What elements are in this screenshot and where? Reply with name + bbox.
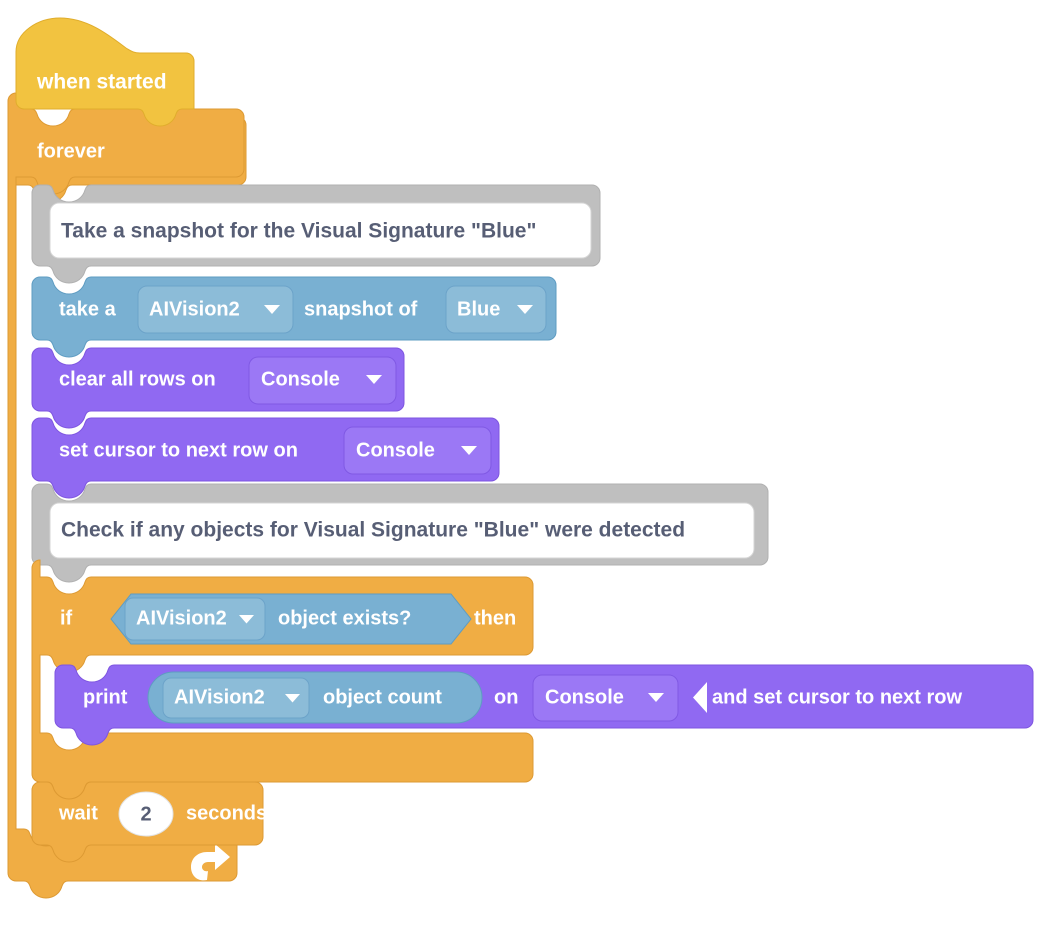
dropdown-aivision2-bg bbox=[137, 285, 294, 334]
snapshot-of-label: snapshot of bbox=[304, 298, 418, 320]
dropdown-aivision2-exists-bg bbox=[124, 597, 266, 641]
dropdown-console-cursor[interactable]: Console bbox=[343, 426, 492, 475]
comment-2-text: Check if any objects for Visual Signatur… bbox=[61, 519, 685, 542]
dropdown-console-print-bg bbox=[532, 674, 679, 722]
clear-all-rows-label: clear all rows on bbox=[59, 368, 216, 390]
wait-label: wait bbox=[58, 802, 98, 824]
dropdown-blue-value: Blue bbox=[457, 298, 500, 320]
chevron-down-icon bbox=[239, 615, 254, 624]
dropdown-console-clear-bg bbox=[248, 356, 397, 405]
dropdown-aivision2-value: AIVision2 bbox=[149, 298, 240, 320]
dropdown-aivision2-count-bg bbox=[162, 677, 310, 719]
when-started-label: when started bbox=[36, 71, 167, 94]
dropdown-blue-signature[interactable]: Blue bbox=[445, 285, 547, 334]
chevron-down-icon bbox=[517, 305, 533, 314]
dropdown-console-print[interactable]: Console bbox=[532, 674, 679, 722]
take-a-label: take a bbox=[59, 298, 117, 320]
forever-label: forever bbox=[37, 140, 105, 162]
reporter-object-count[interactable]: AIVision2 object count bbox=[147, 671, 483, 724]
boolean-object-exists[interactable]: AIVision2 object exists? bbox=[110, 593, 472, 645]
print-label: print bbox=[83, 686, 128, 708]
chevron-down-icon bbox=[285, 694, 300, 703]
block-wait-seconds[interactable]: wait 2 seconds bbox=[31, 781, 267, 863]
chevron-down-icon bbox=[366, 375, 382, 384]
hat-shape bbox=[15, 17, 195, 127]
chevron-down-icon bbox=[264, 305, 280, 314]
dropdown-console-print-value: Console bbox=[545, 686, 624, 708]
object-exists-label: object exists? bbox=[278, 607, 411, 629]
number-input-value: 2 bbox=[140, 803, 151, 825]
block-comment-1[interactable]: Take a snapshot for the Visual Signature… bbox=[31, 184, 601, 284]
chevron-down-icon bbox=[461, 446, 477, 455]
block-if-then[interactable]: if AIVision2 object exists? then bbox=[31, 559, 534, 800]
forever-c-outline bbox=[7, 92, 245, 899]
block-take-snapshot[interactable]: take a AIVision2 snapshot of Blue bbox=[31, 276, 557, 358]
on-label: on bbox=[494, 686, 518, 708]
dropdown-console-clear[interactable]: Console bbox=[248, 356, 397, 405]
then-label: then bbox=[474, 607, 516, 629]
and-set-cursor-next-row-label: and set cursor to next row bbox=[712, 686, 962, 708]
comment-1-text: Take a snapshot for the Visual Signature… bbox=[61, 220, 536, 243]
set-cursor-next-row-label: set cursor to next row on bbox=[59, 439, 298, 461]
object-count-label: object count bbox=[323, 686, 442, 708]
chevron-down-icon bbox=[648, 693, 664, 702]
dropdown-console-cursor-value: Console bbox=[356, 439, 435, 461]
comment-1-field[interactable] bbox=[49, 202, 592, 259]
block-clear-all-rows[interactable]: clear all rows on Console bbox=[31, 347, 405, 429]
dropdown-console-clear-value: Console bbox=[261, 368, 340, 390]
dropdown-aivision2-exists[interactable]: AIVision2 bbox=[124, 597, 266, 641]
loop-arrow-icon bbox=[191, 844, 230, 881]
dropdown-blue-bg bbox=[445, 285, 547, 334]
number-input-wait-seconds[interactable]: 2 bbox=[118, 791, 174, 837]
block-when-started[interactable]: when started bbox=[15, 17, 195, 127]
block-set-cursor-next-row[interactable]: set cursor to next row on Console bbox=[31, 417, 500, 499]
dropdown-aivision2-exists-value: AIVision2 bbox=[136, 607, 227, 629]
dropdown-aivision2-count[interactable]: AIVision2 bbox=[162, 677, 310, 719]
triangle-left-icon[interactable] bbox=[693, 682, 707, 713]
dropdown-aivision2-count-value: AIVision2 bbox=[174, 686, 265, 708]
seconds-label: seconds bbox=[186, 802, 267, 824]
block-comment-2[interactable]: Check if any objects for Visual Signatur… bbox=[31, 483, 769, 583]
block-print-object-count[interactable]: print AIVision2 object count on Console bbox=[54, 664, 1034, 746]
if-label: if bbox=[60, 607, 73, 629]
comment-2-field[interactable] bbox=[49, 502, 755, 559]
block-forever[interactable]: forever bbox=[7, 92, 247, 899]
dropdown-console-cursor-bg bbox=[343, 426, 492, 475]
number-input-bg bbox=[118, 791, 174, 837]
dropdown-aivision2-snapshot[interactable]: AIVision2 bbox=[137, 285, 294, 334]
